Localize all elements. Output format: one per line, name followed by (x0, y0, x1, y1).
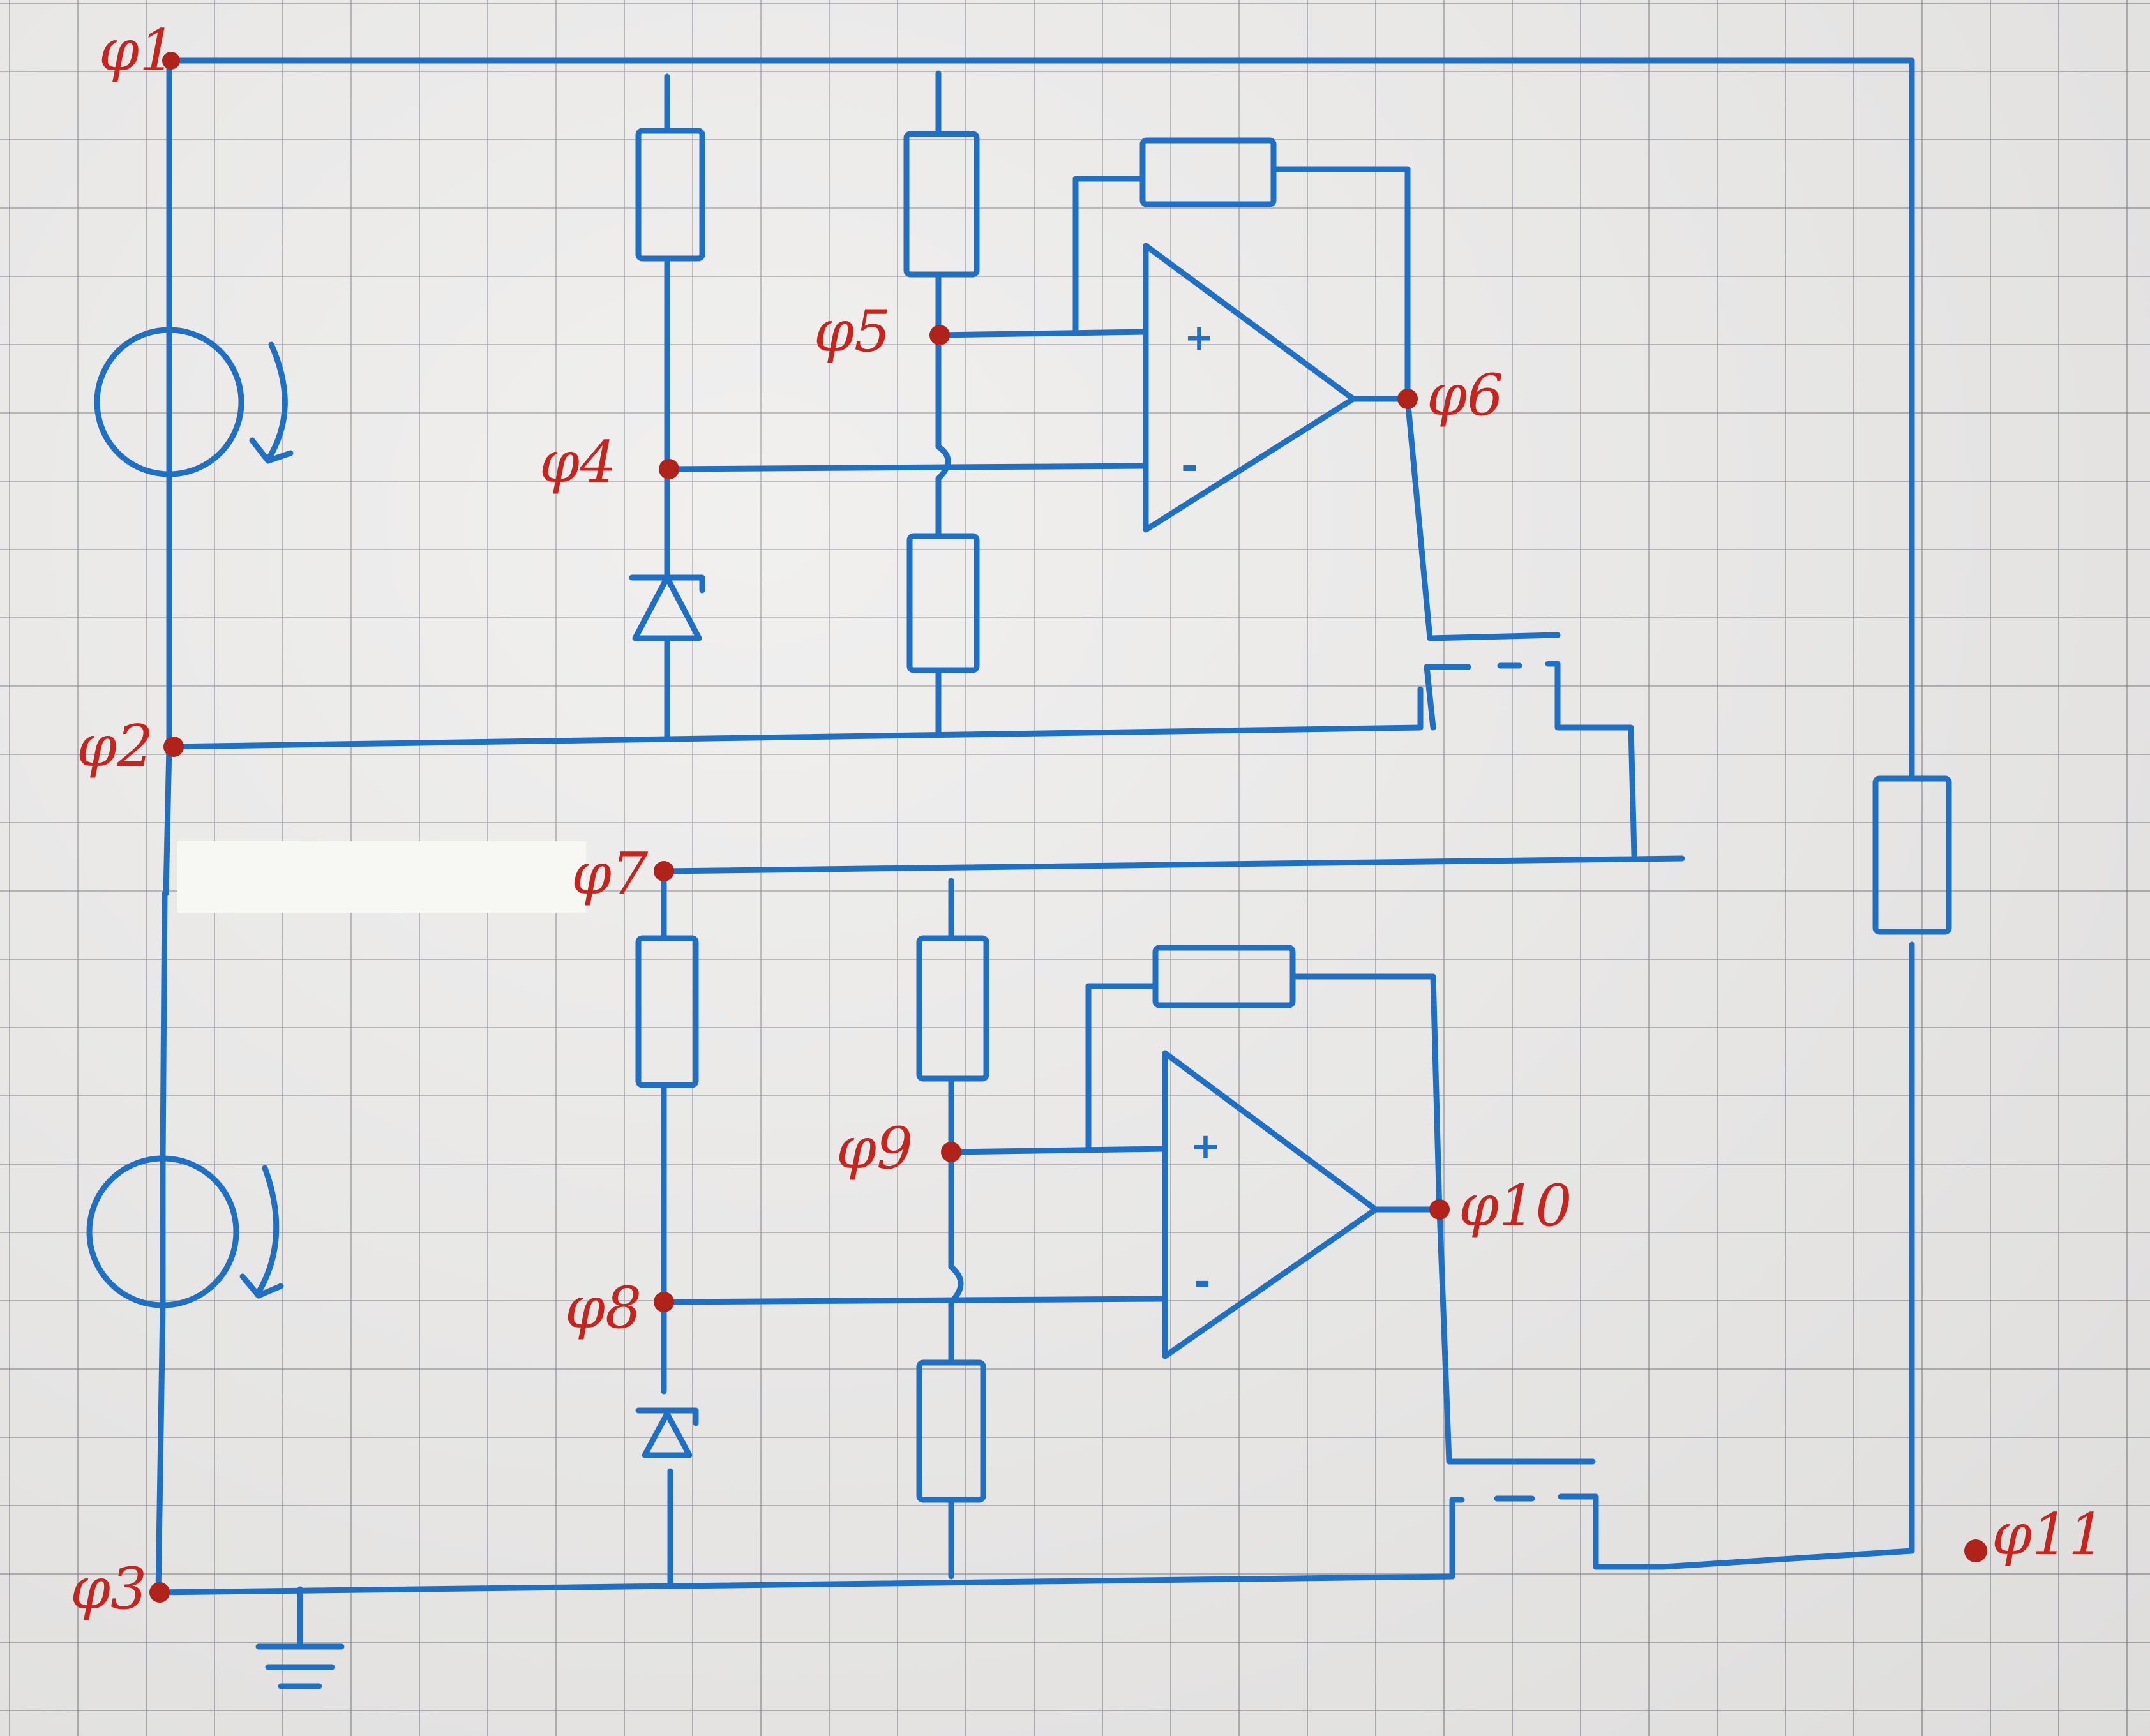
resistor-icon (903, 131, 980, 278)
zener-diode-icon (629, 574, 705, 641)
node-label-phi5: φ5 (814, 298, 891, 365)
opamp-minus-sign: - (1181, 443, 1198, 490)
ground-icon (255, 1586, 345, 1689)
node-label-phi8: φ8 (565, 1275, 642, 1342)
resistor-icon (635, 128, 705, 262)
node-label-phi10: φ10 (1459, 1172, 1572, 1239)
resistors (635, 128, 1952, 1503)
node-label-phi7: φ7 (571, 841, 649, 908)
current-source-icon (94, 326, 294, 479)
current-source-icon (86, 1155, 284, 1308)
opamp-plus-sign: + (1184, 317, 1214, 359)
node-dots (149, 52, 1987, 1603)
resistor-icon (635, 935, 699, 1088)
node-label-phi2: φ2 (77, 713, 153, 780)
node-labels: φ1 φ2 φ3 φ4 φ5 φ6 φ7 φ8 φ9 φ10 φ11 (70, 17, 2105, 1622)
node-label-phi11: φ11 (1992, 1501, 2105, 1568)
op-amp-icon: + - (1162, 1050, 1379, 1359)
resistor-icon (1139, 137, 1277, 207)
wires (155, 57, 1915, 1596)
op-amp-icon: + - (1143, 243, 1357, 533)
correction-tape (177, 841, 586, 913)
resistor-icon (916, 1359, 986, 1503)
resistor-icon (1872, 775, 1952, 935)
resistor-icon (906, 533, 980, 673)
opamp-minus-sign: - (1194, 1259, 1211, 1306)
resistor-icon (1152, 945, 1296, 1008)
node-label-phi6: φ6 (1427, 362, 1503, 429)
node-label-phi3: φ3 (70, 1555, 147, 1622)
node-label-phi1: φ1 (99, 17, 176, 84)
node-label-phi4: φ4 (539, 429, 616, 496)
zener-diode-icon (635, 1407, 699, 1458)
resistor-icon (916, 935, 989, 1082)
node-label-phi9: φ9 (836, 1115, 913, 1182)
opamp-plus-sign: + (1191, 1126, 1221, 1167)
